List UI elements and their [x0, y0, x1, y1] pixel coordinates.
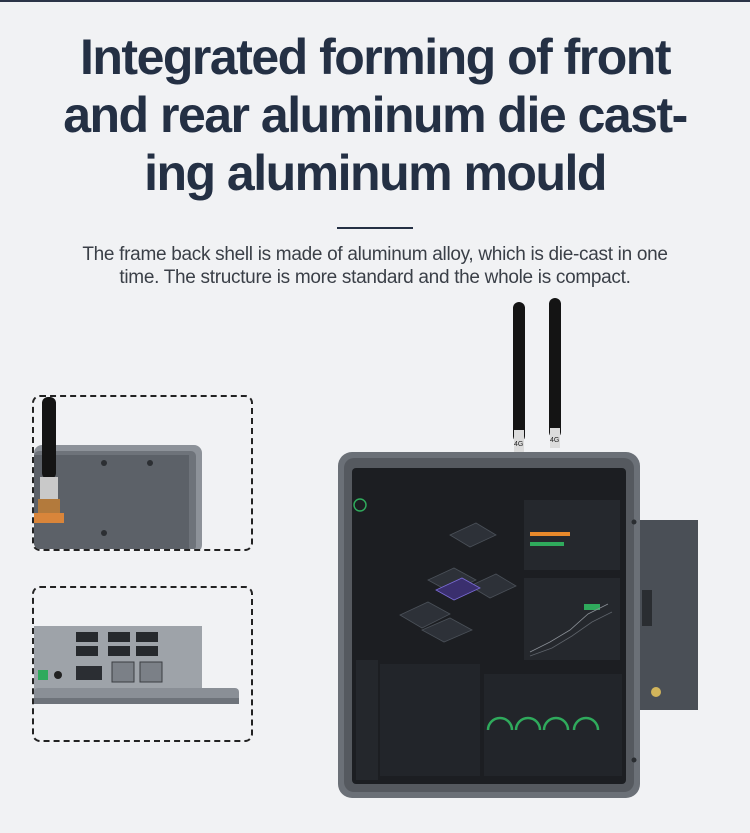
description: The frame back shell is made of aluminum…: [30, 243, 720, 289]
headline-line-3: ing aluminum mould: [144, 145, 607, 201]
rear-enclosure: [630, 520, 698, 710]
antenna-left-label: 4G: [514, 441, 523, 448]
product-panel-pc: 4G 4G: [330, 290, 710, 810]
description-line-1: The frame back shell is made of aluminum…: [82, 244, 668, 265]
panel-pc-illustration: 4G 4G: [338, 298, 698, 798]
title-divider: [337, 227, 413, 229]
antenna-left: [513, 302, 525, 442]
headline: Integrated forming of front and rear alu…: [20, 28, 730, 202]
antenna-right: [549, 298, 561, 438]
headline-line-1: Integrated forming of front: [80, 29, 672, 85]
headline-line-2: and rear aluminum die cast-: [63, 87, 688, 143]
top-edge-bar: [0, 0, 750, 2]
antenna-right-label: 4G: [550, 437, 559, 444]
description-line-2: time. The structure is more standard and…: [119, 267, 631, 288]
detail-photo-top-corner: [32, 395, 253, 551]
top-corner-illustration: [34, 397, 202, 549]
io-ports-illustration: [34, 626, 239, 704]
detail-photo-io-ports: [32, 586, 253, 742]
